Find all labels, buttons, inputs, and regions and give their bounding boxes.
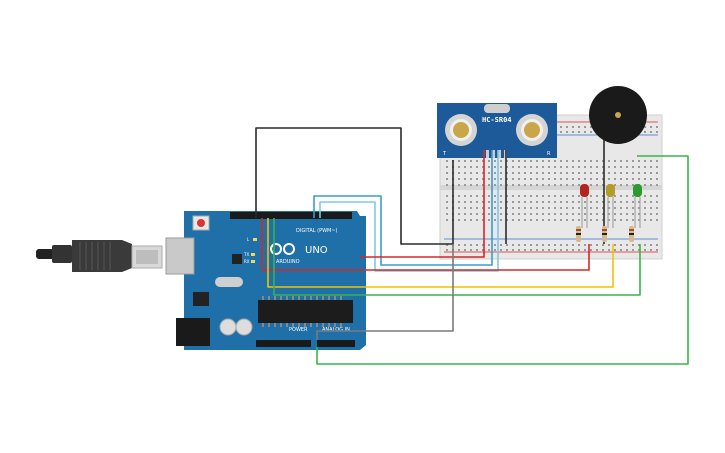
wire-gray-gnd[interactable] [316,244,454,340]
sensor-model-label: HC-SR04 [482,116,512,124]
l-led-label: L [247,237,250,242]
led-green[interactable] [633,184,642,228]
analog-label: ANALOG IN [322,327,350,333]
resistor-red[interactable] [576,226,581,242]
resistor-green[interactable] [629,226,634,242]
wire-trig[interactable] [313,150,493,266]
power-label: POWER [289,327,308,333]
wire-red-led[interactable] [261,218,590,271]
led-red[interactable] [580,184,589,228]
piezo-buzzer[interactable] [589,86,647,144]
hc-sr04-sensor[interactable]: HC-SR04 T R [437,103,557,158]
wire-buzzer[interactable] [316,155,689,365]
wire-red-5v[interactable] [360,150,485,258]
tx-label: TX [243,252,249,257]
rx-label: RX [244,259,250,264]
wire-echo[interactable] [319,150,499,272]
digital-label: DIGITAL (PWM~) [296,228,338,234]
led-yellow[interactable] [606,184,615,228]
sensor-right-mark: R [547,151,551,157]
sensor-left-mark: T [442,151,447,157]
wire-gnd-sensor[interactable] [255,127,453,245]
wire-green-led[interactable] [273,218,641,296]
resistor-yellow[interactable] [602,226,607,242]
usb-cable[interactable] [36,240,163,272]
wire-yellow-led[interactable] [267,218,614,288]
board-name: UNO [305,245,328,256]
arduino-uno-board[interactable]: UNO ARDUINO DIGITAL (PWM~) POWER ANALOG … [165,211,366,350]
brand-label: ARDUINO [276,259,300,265]
